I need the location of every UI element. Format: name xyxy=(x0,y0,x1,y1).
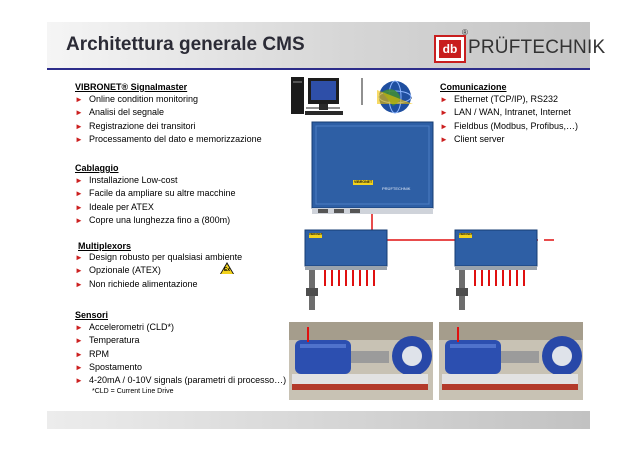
bullet-arrow-icon: ► xyxy=(440,108,448,118)
list-item: ►Fieldbus (Modbus, Profibus,…) xyxy=(440,120,578,133)
bullet-arrow-icon: ► xyxy=(75,253,83,262)
bullet-arrow-icon: ► xyxy=(75,95,83,104)
sensor-cable-bundle xyxy=(324,270,375,286)
bullet-arrow-icon: ► xyxy=(75,323,83,332)
section-comunicazione: Comunicazione ►Ethernet (TCP/IP), RS232 … xyxy=(440,82,578,146)
cabinet-brand-label: PRÜFTECHNIK xyxy=(382,186,411,191)
section-title: Cablaggio xyxy=(75,163,119,173)
list-item: ►Design robusto per qualsiasi ambiente xyxy=(75,251,242,264)
globe-icon xyxy=(377,80,413,114)
bullet-arrow-icon: ► xyxy=(440,95,448,104)
bullet-arrow-icon: ► xyxy=(75,349,83,359)
header-bar xyxy=(47,22,590,70)
bullet-arrow-icon: ► xyxy=(75,202,83,212)
bullet-arrow-icon: ► xyxy=(75,362,83,372)
bullet-arrow-icon: ► xyxy=(75,134,83,144)
brand-logo: db xyxy=(434,35,466,63)
bullet-arrow-icon: ► xyxy=(75,121,83,131)
section-title: Comunicazione xyxy=(440,82,507,92)
list-item: ►Installazione Low-cost xyxy=(75,174,236,187)
motor-pump-image xyxy=(439,322,583,400)
brand-name: PRÜFTECHNIK xyxy=(468,37,606,58)
section-cablaggio: Cablaggio ►Installazione Low-cost ►Facil… xyxy=(75,163,236,227)
list-item: ►Analisi del segnale xyxy=(75,106,262,119)
bullet-arrow-icon: ► xyxy=(440,134,448,144)
mux-label: VIBRONET xyxy=(309,233,323,236)
list-item: ►Ethernet (TCP/IP), RS232 xyxy=(440,93,578,106)
bullet-arrow-icon: ► xyxy=(75,215,83,225)
atex-ex-label: Ex xyxy=(223,267,231,273)
list-item: ►Opzionale (ATEX) xyxy=(75,264,242,277)
bullet-arrow-icon: ► xyxy=(75,376,83,386)
page-title: Architettura generale CMS xyxy=(66,34,305,55)
list-item: ►Spostamento xyxy=(75,361,286,374)
sensor-cable-bundle xyxy=(474,270,525,286)
bullet-arrow-icon: ► xyxy=(75,279,83,289)
bullet-arrow-icon: ► xyxy=(440,121,448,131)
motor-pump-image xyxy=(289,322,433,400)
bullet-arrow-icon: ► xyxy=(75,108,83,118)
section-vibronet: VIBRONET® Signalmaster ►Online condition… xyxy=(75,82,262,146)
multiplexor-box xyxy=(304,229,388,270)
footnote: *CLD = Current Line Drive xyxy=(92,388,174,396)
list-item: ►Facile da ampliare su altre macchine xyxy=(75,187,236,200)
cabinet-badge xyxy=(353,180,373,185)
bullet-arrow-icon: ► xyxy=(75,336,83,346)
section-title: VIBRONET® Signalmaster xyxy=(75,82,188,92)
section-title: Sensori xyxy=(75,310,109,320)
list-item: ►LAN / WAN, Intranet, Internet xyxy=(440,106,578,119)
vibronet-cabinet xyxy=(311,121,434,214)
list-item: ►Processamento del dato e memorizzazione xyxy=(75,133,262,146)
list-item: ►4-20mA / 0-10V signals (parametri di pr… xyxy=(75,374,286,387)
bullet-arrow-icon: ► xyxy=(75,266,83,276)
registered-mark: ® xyxy=(462,28,468,37)
list-item: ►Copre una lunghezza fino a (800m) xyxy=(75,214,236,227)
section-title: Multiplexors xyxy=(78,241,132,251)
list-item: ►Online condition monitoring xyxy=(75,93,262,106)
bullet-arrow-icon: ► xyxy=(75,189,83,199)
list-item: ►Temperatura xyxy=(75,334,286,347)
list-item: ►Accelerometri (CLD*) xyxy=(75,321,286,334)
brand-logo-mark: db xyxy=(439,40,461,58)
section-sensori: Sensori ►Accelerometri (CLD*) ►Temperatu… xyxy=(75,310,286,395)
bullet-arrow-icon: ► xyxy=(75,176,83,185)
connector-stem xyxy=(306,270,468,310)
multiplexor-box xyxy=(454,229,538,270)
list-item: ►Non richiede alimentazione xyxy=(75,278,242,291)
computer-icon xyxy=(291,77,343,115)
list-item: ►Client server xyxy=(440,133,578,146)
list-item: ►Registrazione dei transitori xyxy=(75,120,262,133)
cabinet-badge-label: VIBRONET xyxy=(354,180,373,184)
footer-bar xyxy=(47,411,590,429)
list-item: ►RPM xyxy=(75,348,286,361)
section-multiplexors: Multiplexors ►Design robusto per qualsia… xyxy=(75,241,242,291)
list-item: ►Ideale per ATEX xyxy=(75,201,236,214)
mux-label: VIBRONET xyxy=(459,233,473,236)
